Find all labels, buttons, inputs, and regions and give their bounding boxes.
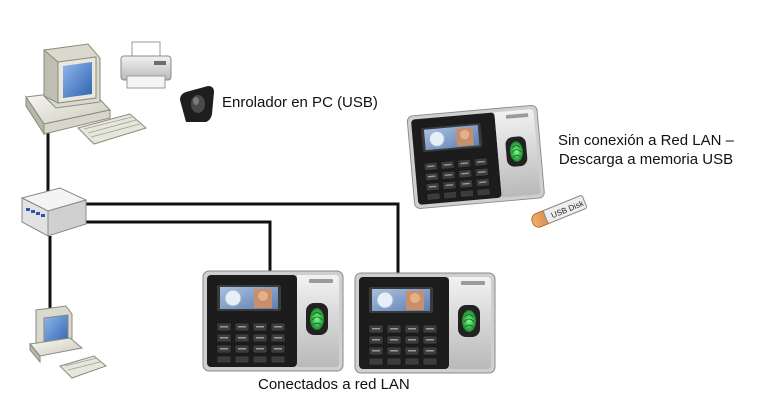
attendance-terminal-offline: [406, 104, 546, 210]
printer-icon: [120, 41, 172, 89]
fingerprint-enroller-icon: [180, 86, 214, 122]
attendance-terminal-lan-2: [354, 272, 496, 374]
label-conectados-lan: Conectados a red LAN: [258, 376, 410, 393]
desktop-computer-icon: [25, 43, 148, 145]
network-switch-icon: [20, 187, 88, 237]
network-cables: [46, 128, 400, 318]
usb-flash-drive-icon: USB Disk: [531, 195, 588, 228]
label-offline-usb: Sin conexión a Red LAN – Descarga a memo…: [548, 131, 744, 169]
attendance-terminal-lan-1: [202, 270, 344, 372]
label-offline-line2: Descarga a memoria USB: [558, 151, 734, 168]
laptop-computer-icon: [29, 305, 107, 379]
label-offline-line1: Sin conexión a Red LAN –: [558, 132, 734, 149]
label-enrolador-pc: Enrolador en PC (USB): [222, 94, 378, 111]
